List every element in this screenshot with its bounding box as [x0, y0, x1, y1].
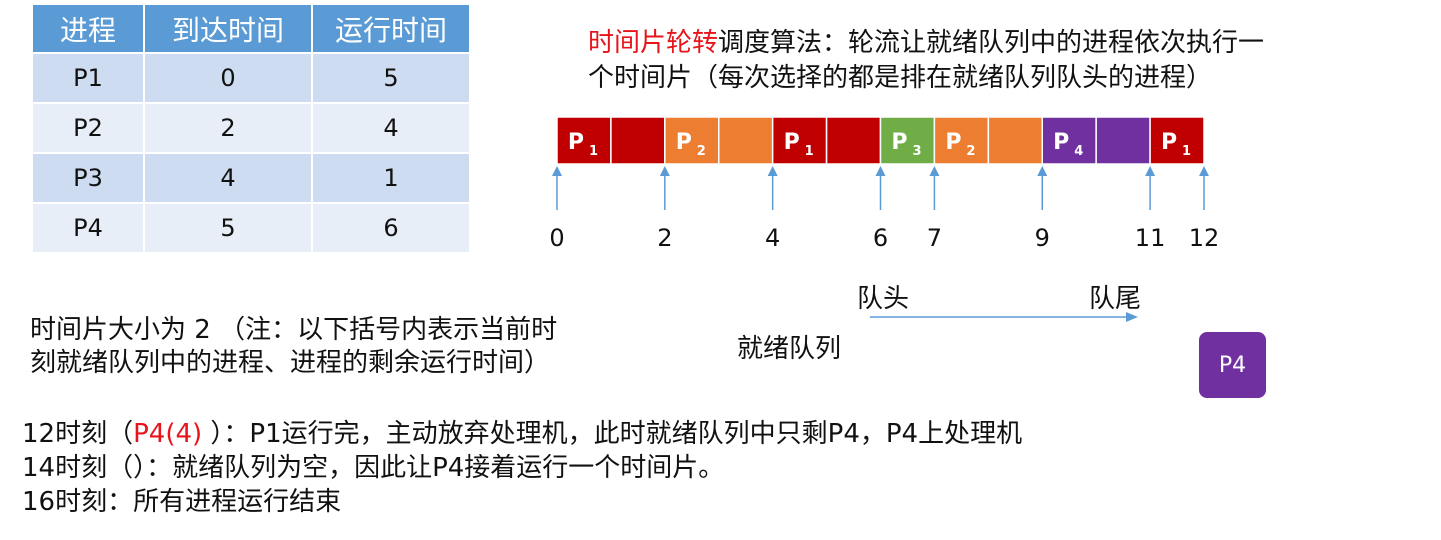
table-cell: 5 [143, 202, 313, 254]
table-cell: P1 [31, 52, 145, 104]
gantt-segment-subscript: 1 [589, 144, 598, 159]
time-tick-label: 12 [1189, 224, 1220, 252]
table-row: P2 2 4 [31, 102, 471, 154]
gantt-segment [1041, 116, 1097, 165]
gantt-segment [987, 116, 1044, 165]
gantt-segment-subscript: 2 [966, 144, 975, 159]
gantt-segment-label: P [676, 130, 692, 155]
event-16: 16时刻：所有进程运行结束 [22, 487, 342, 517]
gantt-segment [1149, 116, 1205, 165]
time-tick-label: 6 [873, 224, 888, 252]
table-cell: P4 [31, 202, 145, 254]
gantt-segment-subscript: 1 [805, 144, 814, 159]
event-12-text: ）：P1运行完，主动放弃处理机，此时就绪队列中只剩P4，P4上处理机 [202, 419, 1023, 449]
gantt-segment [610, 116, 666, 165]
event-list: 12时刻（P4(4) ）：P1运行完，主动放弃处理机，此时就绪队列中只剩P4，P… [22, 417, 1322, 519]
gantt-segment-label: P [945, 130, 961, 155]
description-line-2: 个时间片（每次选择的都是排在就绪队列队头的进程） [588, 63, 1213, 93]
table-cell: 2 [143, 102, 313, 154]
header-run-time: 运行时间 [311, 3, 471, 54]
table-row: P4 5 6 [31, 202, 471, 254]
note: 时间片大小为 2 （注：以下括号内表示当前时 刻就绪队列中的进程、进程的剩余运行… [30, 314, 670, 380]
event-12-time: 12时刻（ [22, 419, 134, 449]
gantt-segment [718, 116, 774, 165]
gantt-segment-label: P [891, 130, 907, 155]
gantt-segment [933, 116, 990, 165]
time-tick-label: 0 [549, 224, 564, 252]
table-cell: P3 [31, 152, 145, 204]
table-cell: P2 [31, 102, 145, 154]
note-line-2: 刻就绪队列中的进程、进程的剩余运行时间） [30, 348, 551, 378]
event-14: 14时刻（）：就绪队列为空，因此让P4接着运行一个时间片。 [22, 453, 725, 483]
header-process: 进程 [31, 3, 145, 54]
description-text: 调度算法：轮流让就绪队列中的进程依次执行一 [718, 28, 1265, 58]
table-cell: 4 [311, 102, 471, 154]
gantt-segment-label: P [1161, 130, 1177, 155]
queue-head-label: 队头 [857, 284, 910, 314]
description-line-1: 时间片轮转调度算法：轮流让就绪队列中的进程依次执行一 [588, 26, 1418, 61]
note-line-1: 时间片大小为 2 （注：以下括号内表示当前时 [30, 315, 558, 345]
header-arrival-time: 到达时间 [143, 3, 313, 54]
table-cell: 1 [311, 152, 471, 204]
algorithm-name: 时间片轮转 [588, 28, 719, 58]
gantt-segment-subscript: 1 [1182, 144, 1191, 159]
table-header-row: 进程 到达时间 运行时间 [31, 3, 471, 54]
time-tick-label: 4 [765, 224, 780, 252]
time-tick-label: 2 [657, 224, 672, 252]
gantt-segment-label: P [568, 130, 584, 155]
table-cell: 4 [143, 152, 313, 204]
gantt-segment [771, 116, 828, 165]
queue-item-p4: P4 [1199, 332, 1266, 398]
ready-queue-title: 就绪队列 [737, 334, 842, 364]
gantt-segment [664, 116, 720, 165]
gantt-segment-label: P [784, 130, 800, 155]
time-tick-label: 11 [1135, 224, 1166, 252]
process-table: 进程 到达时间 运行时间 P1 0 5 P2 2 4 P3 4 1 P4 5 6 [31, 3, 471, 254]
event-12-queue: P4(4) [133, 419, 203, 449]
gantt-ticks: 0 2 4 6 7 9 11 12 [549, 166, 1220, 252]
table-cell: 6 [311, 202, 471, 254]
table-row: P1 0 5 [31, 52, 471, 104]
queue-arrow-icon [870, 312, 1138, 322]
queue-tail-label: 队尾 [1089, 284, 1142, 314]
gantt-segment-subscript: 3 [912, 144, 921, 159]
table-cell: 0 [143, 52, 313, 104]
table-cell: 5 [311, 52, 471, 104]
algorithm-description: 时间片轮转调度算法：轮流让就绪队列中的进程依次执行一 个时间片（每次选择的都是排… [588, 26, 1418, 96]
gantt-segment-subscript: 4 [1074, 144, 1083, 159]
gantt-segment [825, 116, 882, 165]
gantt-segment-label: P [1053, 130, 1069, 155]
gantt-segment-subscript: 2 [697, 144, 706, 159]
gantt-segment [556, 116, 612, 165]
time-tick-label: 7 [927, 224, 942, 252]
event-12: 12时刻（P4(4) ）：P1运行完，主动放弃处理机，此时就绪队列中只剩P4，P… [22, 417, 1322, 451]
table-row: P3 4 1 [31, 152, 471, 204]
gantt-segment [1095, 116, 1151, 165]
time-tick-label: 9 [1035, 224, 1050, 252]
